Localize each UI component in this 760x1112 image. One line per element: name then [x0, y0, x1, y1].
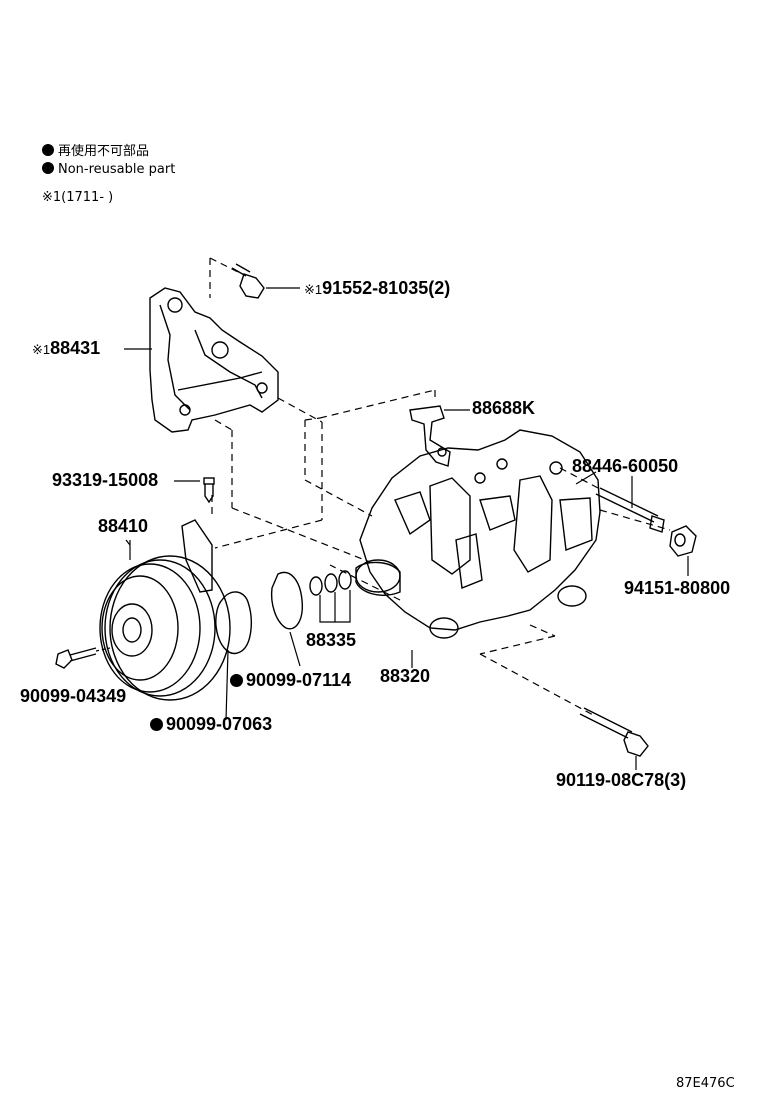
part-label-90099-07114[interactable]: 90099-07114 — [230, 670, 351, 691]
non-reusable-dot-icon — [150, 718, 163, 731]
part-label-88320[interactable]: 88320 — [380, 666, 431, 686]
pulley-88410-drawing — [99, 519, 231, 701]
diagram-code: 87E476C — [676, 1076, 735, 1091]
nut-94151-drawing — [669, 525, 697, 576]
assembly-dashed-lines — [209, 257, 671, 717]
part-label-94151[interactable]: 94151-80800 — [624, 578, 731, 598]
stud-bolt-88446-drawing — [595, 476, 665, 533]
part-label-88410[interactable]: 88410 — [98, 516, 149, 536]
part-label-93319[interactable]: 93319-15008 — [52, 470, 159, 490]
o-rings-drawing — [309, 570, 352, 623]
non-reusable-dot-icon — [42, 144, 54, 156]
legend-note: ※1(1711- ) — [42, 190, 114, 205]
bolt-91552-drawing — [231, 263, 300, 299]
non-reusable-dot-icon — [230, 674, 243, 687]
part-label-88446[interactable]: 88446-60050 — [572, 456, 679, 476]
part-label-91552[interactable]: ※191552-81035(2) — [304, 278, 451, 298]
bracket-88688k-drawing — [409, 405, 470, 467]
part-label-90119[interactable]: 90119-08C78(3) — [556, 770, 687, 790]
snap-ring-2-drawing — [270, 571, 303, 667]
part-label-90099-07063[interactable]: 90099-07063 — [150, 714, 272, 735]
part-label-90099-04349[interactable]: 90099-04349 — [20, 686, 127, 706]
bolt-90099-04349-drawing — [55, 647, 111, 669]
bracket-88431-drawing — [149, 287, 279, 433]
part-label-88688k[interactable]: 88688K — [472, 398, 536, 418]
non-reusable-dot-icon — [42, 162, 54, 174]
part-label-88431[interactable]: ※188431 — [32, 338, 101, 358]
leader-lines — [124, 348, 597, 546]
part-label-88335[interactable]: 88335 — [306, 630, 357, 650]
legend-reuse-en: Non-reusable part — [42, 162, 175, 177]
snap-ring-drawing — [215, 591, 252, 721]
compressor-88320-drawing — [355, 429, 601, 668]
bolt-90119-drawing — [579, 707, 649, 770]
screw-93319-drawing — [174, 477, 215, 504]
legend-reuse-jp: 再使用不可部品 — [42, 140, 149, 159]
